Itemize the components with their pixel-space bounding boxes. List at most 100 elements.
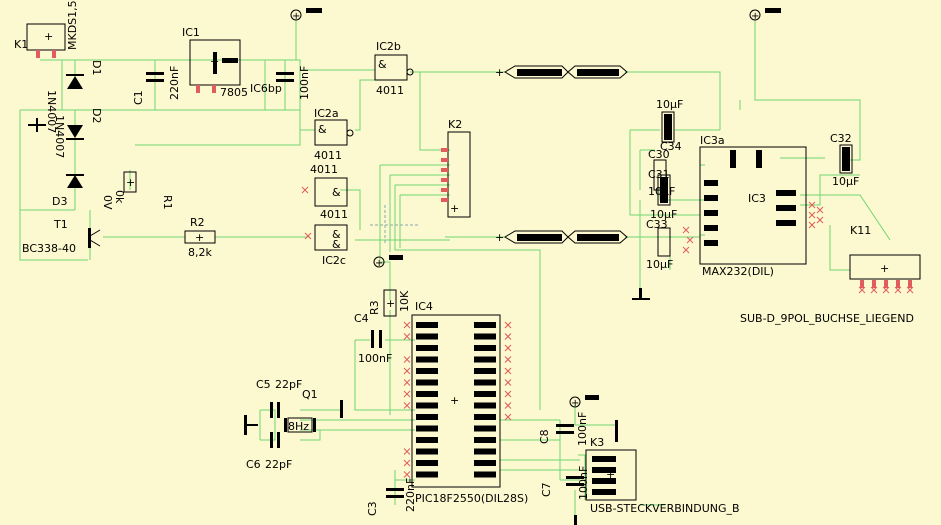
svg-text:+: + bbox=[126, 176, 135, 189]
no-connect-mark bbox=[403, 367, 411, 375]
no-connect-mark bbox=[504, 344, 512, 352]
r1-value2: 0k bbox=[113, 190, 126, 204]
capacitor-c33: C33 10µF bbox=[646, 218, 673, 271]
pic-pin-left bbox=[416, 460, 438, 466]
no-connect-mark bbox=[682, 226, 690, 234]
c31-label: C31 bbox=[648, 168, 670, 181]
c34-value: 10µF bbox=[656, 98, 683, 111]
pic-pin-right bbox=[474, 414, 496, 420]
no-connect-mark bbox=[403, 459, 411, 467]
no-connect-marks bbox=[301, 186, 914, 478]
pic-pin-left bbox=[416, 322, 438, 328]
no-connect-mark bbox=[906, 286, 914, 294]
ic2d-type: 4011 bbox=[310, 163, 338, 176]
gate-ic2a: & IC2a 4011 bbox=[314, 107, 354, 162]
ic4-pic: IC4 + PIC18F2550(DIL28S) bbox=[411, 300, 528, 505]
no-connect-mark bbox=[870, 286, 878, 294]
pic-pin-left bbox=[416, 425, 438, 432]
pic-pin-left bbox=[416, 391, 438, 397]
capacitor-c5: C5 22pF bbox=[256, 378, 302, 418]
pic-pin-right bbox=[474, 425, 496, 432]
c2-label: IC6bp bbox=[250, 82, 282, 95]
no-connect-mark bbox=[504, 413, 512, 421]
svg-text:+: + bbox=[386, 297, 395, 310]
t1-type: BC338-40 bbox=[22, 242, 76, 255]
capacitor-c4: C4 100nF bbox=[354, 312, 392, 365]
capacitor-c3: C3 220nF bbox=[366, 478, 417, 516]
no-connect-mark bbox=[816, 216, 824, 224]
c7-label: C7 bbox=[540, 482, 553, 497]
capacitor-c32: C32 10µF bbox=[830, 132, 859, 188]
svg-text:+: + bbox=[495, 231, 504, 244]
d1-type: 1N4007 bbox=[53, 115, 66, 158]
no-connect-mark bbox=[816, 206, 824, 214]
svg-text:&: & bbox=[332, 238, 341, 251]
svg-text:&: & bbox=[332, 228, 341, 241]
capacitor-c7: C7 100nF bbox=[540, 466, 590, 500]
no-connect-mark bbox=[403, 321, 411, 329]
svg-text:+: + bbox=[495, 66, 504, 79]
k1-terminal: + K1 MKDS1,5 bbox=[14, 0, 79, 58]
no-connect-mark bbox=[403, 333, 411, 340]
capacitor-c34: 10µF C34 bbox=[656, 98, 683, 153]
pic-pin-right bbox=[474, 391, 496, 397]
c33-label: C33 bbox=[646, 218, 668, 231]
pic-pin-right bbox=[474, 322, 496, 328]
svg-text:+: + bbox=[375, 258, 383, 269]
ic3-type: MAX232(DIL) bbox=[702, 265, 774, 278]
capacitor-c8: C8 100nF bbox=[538, 412, 589, 446]
supply-symbol-mid: + bbox=[373, 255, 403, 269]
k3-label: K3 bbox=[590, 436, 604, 449]
c8-value: 100nF bbox=[576, 412, 589, 446]
pic-pin-left bbox=[416, 345, 438, 351]
no-connect-mark bbox=[808, 211, 816, 219]
connector-k3: + K3 USB-STECKVERBINDUNG_B bbox=[585, 436, 740, 515]
no-connect-mark bbox=[403, 402, 411, 409]
k2-label: K2 bbox=[448, 118, 462, 131]
svg-text:+: + bbox=[751, 11, 759, 22]
c3-value: 220nF bbox=[404, 478, 417, 512]
no-connect-mark bbox=[686, 236, 694, 244]
pic-pin-left bbox=[416, 402, 438, 409]
d1-label: D1 bbox=[90, 60, 103, 75]
no-connect-mark bbox=[504, 356, 512, 363]
ic3a-label: IC3a bbox=[700, 134, 725, 147]
no-connect-mark bbox=[403, 390, 411, 398]
crystal-q1: 8Hz Q1 bbox=[284, 388, 318, 433]
c4-value: 100nF bbox=[358, 352, 392, 365]
svg-text:+: + bbox=[450, 394, 459, 407]
no-connect-mark bbox=[304, 232, 312, 240]
pic-pin-left bbox=[416, 471, 438, 478]
c5-label: C5 bbox=[256, 378, 271, 391]
wires bbox=[19, 20, 891, 520]
pic-pin-left bbox=[416, 448, 438, 455]
no-connect-mark bbox=[894, 286, 902, 294]
pic-pin-right bbox=[474, 368, 496, 374]
c1-value: 220nF bbox=[168, 66, 181, 100]
pic-pin-right bbox=[474, 379, 496, 386]
pic-pin-right bbox=[474, 345, 496, 351]
pic-pin-right bbox=[474, 333, 496, 340]
ic2a-label: IC2a bbox=[314, 107, 339, 120]
k1-cross: + bbox=[44, 30, 53, 43]
svg-text:&: & bbox=[378, 58, 387, 71]
svg-text:+: + bbox=[450, 202, 459, 215]
resistor-r2: + R2 8,2k bbox=[184, 216, 216, 259]
no-connect-mark bbox=[403, 356, 411, 363]
svg-text:&: & bbox=[318, 123, 327, 136]
c32-label: C32 bbox=[830, 132, 852, 145]
ic2d-type2: 4011 bbox=[320, 208, 348, 221]
c31-value: 10µF bbox=[650, 208, 677, 221]
d2-type: 1N4007 bbox=[45, 90, 58, 133]
cable-top: + bbox=[495, 65, 628, 79]
pic-pin-left bbox=[416, 379, 438, 386]
cable-bottom: + bbox=[495, 230, 628, 244]
pic-pin-left bbox=[416, 333, 438, 340]
c2-value: 100nF bbox=[298, 66, 311, 100]
c7-value: 100nF bbox=[577, 466, 590, 500]
no-connect-mark bbox=[808, 221, 816, 229]
c3-label: C3 bbox=[366, 501, 379, 516]
no-connect-mark bbox=[808, 201, 816, 209]
c30-label: C30 bbox=[648, 148, 670, 161]
